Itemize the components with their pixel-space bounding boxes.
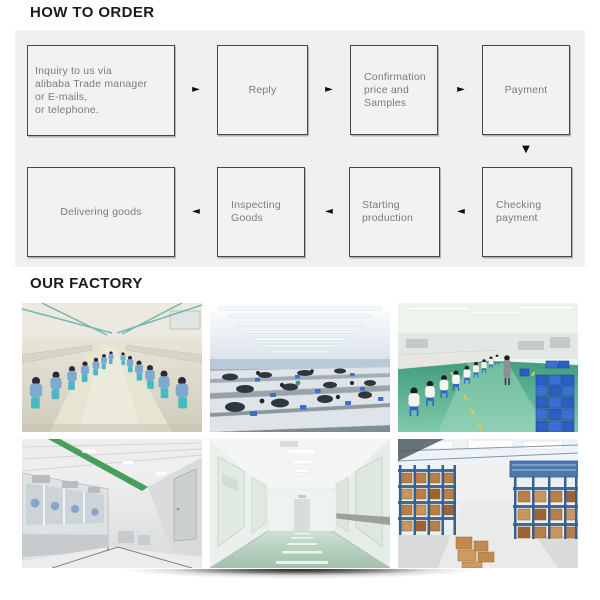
- factory-photo-clean-corridor: [210, 439, 390, 568]
- factory-photo-clean-corridor-image: [210, 439, 390, 568]
- factory-photo-assembly-workbenches-image: [22, 303, 202, 432]
- flow-step-starting: Starting production: [349, 167, 440, 257]
- flow-step-inspecting: Inspecting Goods: [217, 167, 305, 257]
- flow-step-inquiry: Inquiry to us via alibaba Trade manager …: [27, 45, 175, 136]
- arrow-left-icon: ◄: [325, 206, 333, 217]
- flow-step-reply-label: Reply: [248, 83, 277, 96]
- factory-photo-warehouse-image: [398, 439, 578, 568]
- arrow-right-icon: ►: [457, 84, 465, 95]
- our-factory-heading: OUR FACTORY: [30, 275, 143, 292]
- arrow-down-icon: ▼: [522, 144, 530, 155]
- arrow-left-icon: ◄: [457, 206, 465, 217]
- flow-step-payment-label: Payment: [504, 83, 548, 96]
- flow-step-inspecting-label: Inspecting Goods: [231, 199, 281, 224]
- how-to-order-heading: HOW TO ORDER: [30, 4, 155, 21]
- flow-step-inquiry-label: Inquiry to us via alibaba Trade manager …: [35, 64, 148, 116]
- flow-step-payment: Payment: [482, 45, 570, 135]
- flow-step-checking: Checking payment: [482, 167, 572, 257]
- arrow-left-icon: ◄: [192, 206, 200, 217]
- section-shadow-divider: [60, 569, 540, 582]
- flow-step-confirmation-label: Confirmation price and Samples: [364, 70, 426, 109]
- flow-step-starting-label: Starting production: [362, 199, 414, 224]
- flow-step-checking-label: Checking payment: [496, 199, 542, 224]
- arrow-right-icon: ►: [325, 84, 333, 95]
- flow-step-delivering: Delivering goods: [27, 167, 175, 257]
- factory-photo-production-line-image: [398, 303, 578, 432]
- factory-photo-production-line: [398, 303, 578, 432]
- factory-photo-assembly-workbenches: [22, 303, 202, 432]
- factory-photo-cleanroom: [22, 439, 202, 568]
- flow-step-confirmation: Confirmation price and Samples: [350, 45, 438, 135]
- flow-step-delivering-label: Delivering goods: [60, 205, 142, 218]
- factory-photo-cleanroom-image: [22, 439, 202, 568]
- how-to-order-flowchart: Inquiry to us via alibaba Trade manager …: [15, 30, 585, 267]
- factory-photo-warehouse: [398, 439, 578, 568]
- arrow-right-icon: ►: [192, 84, 200, 95]
- factory-photo-sewing-workshop-image: [210, 303, 390, 432]
- flow-step-reply: Reply: [217, 45, 308, 135]
- factory-photo-sewing-workshop: [210, 303, 390, 432]
